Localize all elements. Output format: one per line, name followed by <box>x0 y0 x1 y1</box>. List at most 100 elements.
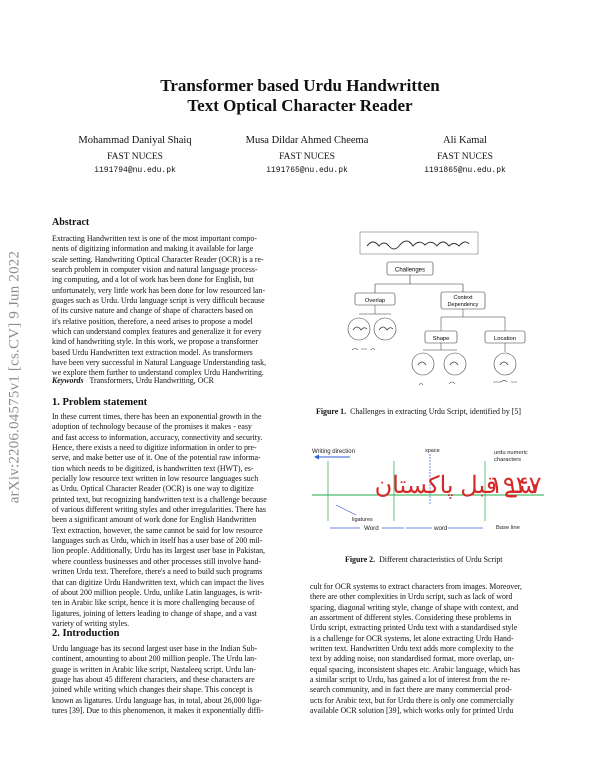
text-line: and fast access to information, accuracy… <box>52 432 263 442</box>
text-line: known as ligatures. Urdu language has, i… <box>52 695 262 705</box>
text-line: continent, amounting to about 200 millio… <box>52 654 257 664</box>
keywords-line: Keywords Transformers, Urdu Handwriting,… <box>52 376 214 385</box>
shape-example-2 <box>443 352 467 376</box>
abstract-body: Extracting Handwritten text is one of th… <box>52 234 302 379</box>
text-line: of about 200 million people. Urdu, unlik… <box>52 587 263 597</box>
author-email: i191794@nu.edu.pk <box>94 166 176 175</box>
author-affiliation: FAST NUCES <box>437 152 493 162</box>
text-line: as Urdu. Optical Character Reader (OCR) … <box>52 484 254 494</box>
text-line: Urdu language has its second largest use… <box>52 644 258 653</box>
title-line-1: Transformer based Urdu Handwritten <box>160 76 440 95</box>
figure-1-diagram: Challenges Overlap Context Dependency Sh… <box>347 231 526 386</box>
author-affiliation: FAST NUCES <box>279 152 335 162</box>
figure-1-caption: Figure 1. Challenges in extracting Urdu … <box>316 407 576 417</box>
text-line: languages such as Urdu, which in itself … <box>52 536 263 546</box>
node-location-label: Location <box>494 336 516 342</box>
text-line: variety of writing styles. <box>52 618 130 628</box>
section-1-body: In these current times, there has been a… <box>52 412 302 629</box>
text-line: of its cursive nature and change of shap… <box>52 306 253 316</box>
keywords-text: Transformers, Urdu Handwriting, OCR <box>89 376 214 385</box>
text-line: scale setting. Handwriting Optical Chara… <box>52 254 264 264</box>
label-writing-direction: Writing direction <box>312 449 355 455</box>
shape-example-1 <box>411 352 435 376</box>
text-line: we explore them further to understand co… <box>52 368 264 378</box>
text-line: ligatures, joining of letters leading to… <box>52 608 257 618</box>
text-line: In these current times, there has been a… <box>52 412 262 421</box>
author-name: Mohammad Daniyal Shaiq <box>78 135 192 146</box>
text-line: there are other complexities in Urdu scr… <box>310 592 513 602</box>
text-line: unfortunately, very little work has been… <box>52 285 266 295</box>
urdu-handwriting: سے قبل پاکستان <box>375 472 538 499</box>
text-line: ing computing, and a lot of work has bee… <box>52 275 254 285</box>
text-line: tion which needs to be digitized, is han… <box>52 463 254 473</box>
figure-2-diagram: Writing direction space urdu numeric cha… <box>308 443 548 543</box>
text-line: Hence, there exists a need to digitize i… <box>52 443 257 453</box>
text-line: spacing, diagonal writing style, change … <box>310 602 519 612</box>
text-line: have been very successful in Natural Lan… <box>52 358 267 368</box>
text-line: printed text, but recognizing handwritte… <box>52 494 267 504</box>
text-line: ucts for Arabic text, but for Urdu there… <box>310 695 514 705</box>
label-baseline: Base line <box>496 525 520 531</box>
author-block-2: Musa Dildar Ahmed Cheema FAST NUCES i191… <box>222 134 392 177</box>
text-line: Urdu script, extracting printed Urdu tex… <box>310 623 518 633</box>
text-line: an assortment of different styles. Consi… <box>310 613 512 623</box>
text-line: written Urdu text. Therefore, there's a … <box>52 567 263 577</box>
section-2-body: Urdu language has its second largest use… <box>52 644 302 716</box>
figure-1-label: Figure 1. <box>316 407 347 416</box>
figure-2-text: Different characteristics of Urdu Script <box>379 555 503 564</box>
author-email: i191765@nu.edu.pk <box>266 166 348 175</box>
paper-title: Transformer based Urdu Handwritten Text … <box>0 76 600 116</box>
section-1-heading: 1. Problem statement <box>52 397 148 408</box>
text-line: it's relative position, therefore, a nee… <box>52 316 253 326</box>
label-word-2: word <box>433 525 448 532</box>
node-context-label-2: Dependency <box>448 302 479 308</box>
text-line: equal spacing, inconsistent shapes etc. … <box>310 664 521 674</box>
text-line: nents of digitizing information and maki… <box>52 244 254 254</box>
overlap-example-1 <box>347 317 371 341</box>
text-line: of various different writing styles and … <box>52 505 267 515</box>
text-line: tures [39]. Due to this phenomenon, it m… <box>52 706 264 716</box>
text-line: text by adding noise, non standardised f… <box>310 654 515 664</box>
label-numeric-1: urdu numeric <box>494 450 528 456</box>
arxiv-id: arXiv:2206.04575v1 [cs.CV] 9 Jun 2022 <box>6 250 23 504</box>
arxiv-stamp: arXiv:2206.04575v1 [cs.CV] 9 Jun 2022 <box>5 212 25 542</box>
overlap-example-2 <box>373 317 397 341</box>
node-context-label: Context <box>454 295 473 301</box>
text-line: a similar script to Urdu, has gained a l… <box>310 675 510 685</box>
section-2-heading: 2. Introduction <box>52 628 120 639</box>
text-line: lion people. Additionally, Urdu has its … <box>52 546 266 556</box>
text-line: search community, and in fact there are … <box>310 685 512 695</box>
author-block-3: Ali Kamal FAST NUCES i191865@nu.edu.pk <box>400 134 530 177</box>
author-block-1: Mohammad Daniyal Shaiq FAST NUCES i19179… <box>55 134 215 177</box>
urdu-number: ۱۹۴۷ <box>490 472 542 499</box>
node-overlap-label: Overlap <box>365 298 385 304</box>
right-column-body: cult for OCR systems to extract characte… <box>310 582 560 716</box>
author-name: Ali Kamal <box>442 135 488 146</box>
figure-2-caption: Figure 2. Different characteristics of U… <box>345 555 575 565</box>
node-challenges-label: Challenges <box>395 268 425 274</box>
text-line: written text. Handwritten Urdu text adds… <box>310 644 514 654</box>
text-line: which can understand complex features an… <box>52 327 262 337</box>
handwriting-sample-box <box>359 231 479 255</box>
text-line: guages such as Urdu. Urdu language scrip… <box>52 296 265 306</box>
text-line: adoption of technology because of the pr… <box>52 422 252 432</box>
label-ligatures: ligatures <box>352 517 373 523</box>
text-line: Extracting Handwritten text is one of th… <box>52 234 257 243</box>
location-example <box>493 352 517 376</box>
text-line: cult for OCR systems to extract characte… <box>310 582 523 591</box>
label-word-1: Word <box>364 525 379 532</box>
text-line: available OCR solution [39], which works… <box>310 706 514 716</box>
text-line: ten in Arabic like script, hence it is m… <box>52 598 255 608</box>
text-line: guage has about 45 different characters,… <box>52 675 255 685</box>
label-space: space <box>425 448 440 454</box>
title-line-2: Text Optical Character Reader <box>187 96 413 115</box>
handwriting-sample-scribble <box>366 240 470 250</box>
abstract-heading: Abstract <box>52 217 90 228</box>
text-line: serve, and make better use of it. One of… <box>52 453 261 463</box>
text-line: kind of handwriting style. In this work,… <box>52 337 258 347</box>
text-line: pecially low resource text written in lo… <box>52 474 259 484</box>
keywords-label: Keywords <box>52 376 84 385</box>
text-line: Text extraction, however, the same canno… <box>52 525 263 535</box>
figure-2-label: Figure 2. <box>345 555 376 564</box>
text-line: is a challenge for OCR systems, let alon… <box>310 633 514 643</box>
